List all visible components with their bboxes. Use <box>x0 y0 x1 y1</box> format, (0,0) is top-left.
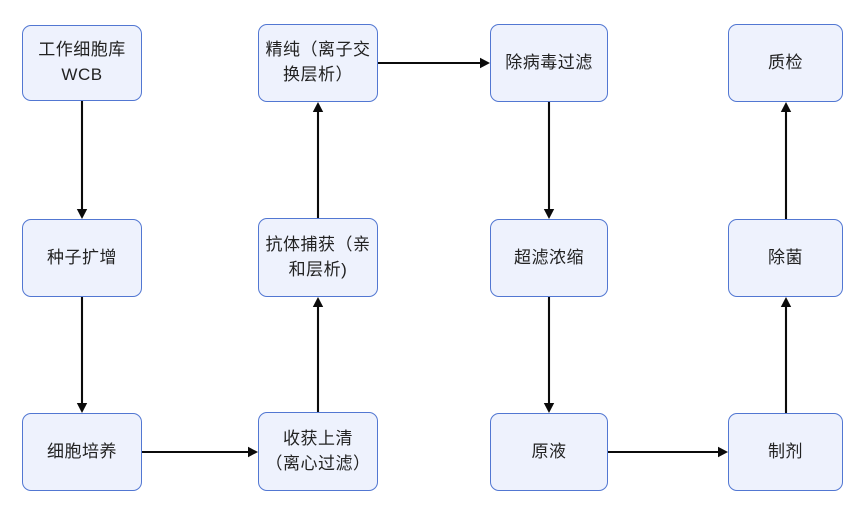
edge-ab_capture-to-purification <box>312 102 324 218</box>
node-label: 除病毒过滤 <box>505 52 593 72</box>
edge-wcb-to-seed_expansion <box>76 101 88 219</box>
node-cell_culture[interactable]: 细胞培养 <box>22 413 142 491</box>
edge-seed_expansion-to-cell_culture <box>76 297 88 413</box>
node-purification[interactable]: 精纯（离子交 换层析） <box>258 24 378 102</box>
edge-purification-to-virus_filter <box>378 57 490 69</box>
node-label: 抗体捕获（亲 和层析) <box>265 234 371 279</box>
edge-sterilization-to-qc <box>780 102 791 219</box>
node-ab_capture[interactable]: 抗体捕获（亲 和层析) <box>258 218 378 297</box>
edge-ultrafiltration-to-bulk <box>543 297 555 413</box>
edge-bulk-to-formulation <box>608 446 728 458</box>
node-label: 超滤浓缩 <box>514 247 584 267</box>
node-virus_filter[interactable]: 除病毒过滤 <box>490 24 608 102</box>
edge-formulation-to-sterilization <box>780 297 791 413</box>
node-label: 细胞培养 <box>47 441 117 461</box>
node-label: 质检 <box>768 52 803 72</box>
node-harvest[interactable]: 收获上清 （离心过滤） <box>258 412 378 491</box>
edge-harvest-to-ab_capture <box>312 297 324 412</box>
node-qc[interactable]: 质检 <box>728 24 843 102</box>
node-label: 除菌 <box>768 247 803 267</box>
node-wcb[interactable]: 工作细胞库 WCB <box>22 25 142 101</box>
node-label: 原液 <box>531 441 567 461</box>
node-label: 工作细胞库 WCB <box>38 40 126 84</box>
node-seed_expansion[interactable]: 种子扩增 <box>22 219 142 297</box>
node-sterilization[interactable]: 除菌 <box>728 219 843 297</box>
edge-virus_filter-to-ultrafiltration <box>543 102 555 219</box>
node-ultrafiltration[interactable]: 超滤浓缩 <box>490 219 608 297</box>
node-bulk[interactable]: 原液 <box>490 413 608 491</box>
node-label: 制剂 <box>768 441 803 461</box>
node-label: 精纯（离子交 换层析） <box>265 40 371 84</box>
node-formulation[interactable]: 制剂 <box>728 413 843 491</box>
node-label: 收获上清 （离心过滤） <box>265 428 371 473</box>
node-label: 种子扩增 <box>47 247 117 267</box>
edge-cell_culture-to-harvest <box>142 446 258 458</box>
